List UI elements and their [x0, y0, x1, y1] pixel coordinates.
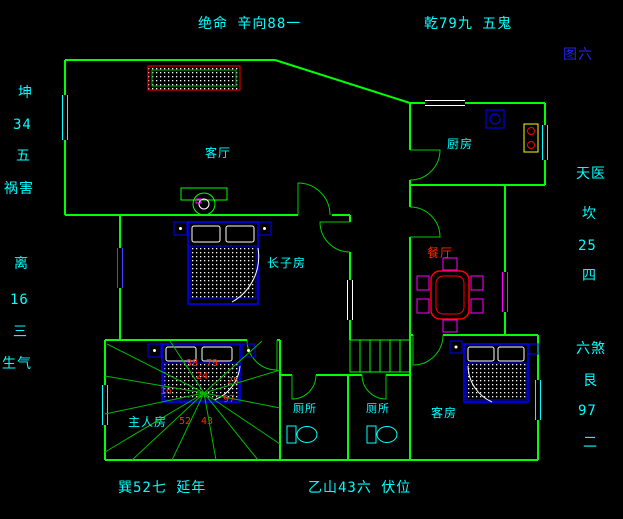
annotation-bottom-right: 乙山43六 伏位 — [308, 480, 412, 496]
room-label-eldest-son: 长子房 — [267, 256, 307, 270]
fengshui-fan — [104, 340, 281, 461]
star-number: 79 — [206, 358, 219, 369]
star-number: 38 — [186, 358, 199, 369]
room-label-living: 客厅 — [205, 146, 232, 160]
star-number: 52 — [179, 416, 192, 427]
room-label-guest: 客房 — [431, 406, 458, 420]
toilet-fixture-b — [366, 425, 398, 444]
room-label-toilet-a: 厕所 — [293, 402, 317, 415]
bed-master — [147, 343, 256, 403]
room-label-dining: 餐厅 — [427, 246, 454, 260]
palace-kun-name: 祸害 — [4, 181, 34, 197]
star-number: 24 — [196, 371, 209, 382]
palace-li-name: 生气 — [2, 356, 32, 372]
annotation-top-right: 乾79九 五鬼 — [424, 16, 513, 32]
palace-gen-name: 六煞 — [576, 341, 606, 357]
palace-gen-rank: 二 — [583, 435, 598, 451]
palace-kan-trigram: 坎 — [582, 206, 597, 222]
annotation-bottom-left: 巽52七 延年 — [118, 480, 207, 496]
palace-kan-name: 天医 — [576, 166, 606, 182]
palace-li-stars: 16 — [10, 292, 29, 308]
palace-gen-trigram: 艮 — [583, 373, 598, 389]
palace-kun-rank: 五 — [16, 148, 31, 164]
palace-kun-trigram: 坤 — [18, 85, 33, 101]
annotation-top-left: 绝命 辛向88一 — [198, 16, 302, 32]
room-label-master: 主人房 — [128, 415, 168, 429]
windows — [62, 95, 548, 425]
doors — [246, 149, 444, 400]
star-number: 43 — [201, 416, 214, 427]
bay-window — [147, 65, 241, 91]
room-label-toilet-b: 厕所 — [366, 402, 390, 415]
palace-kan-stars: 25 — [578, 238, 597, 254]
star-number: 25 — [227, 376, 240, 387]
kitchen-appliances — [485, 109, 539, 153]
dressing-table — [180, 187, 228, 216]
bed-eldest-son — [173, 221, 272, 305]
palace-kan-rank: 四 — [582, 268, 597, 284]
figure-caption: 图六 — [563, 47, 593, 63]
palace-gen-stars: 97 — [578, 403, 597, 419]
room-label-kitchen: 厨房 — [447, 137, 474, 151]
stairs — [349, 339, 411, 373]
toilet-fixture-a — [286, 425, 318, 444]
palace-kun-stars: 34 — [13, 117, 32, 133]
palace-li-rank: 三 — [13, 324, 28, 340]
dining-table-set — [416, 257, 484, 333]
bed-guest — [449, 340, 539, 403]
star-number: 97 — [223, 394, 236, 405]
walls — [64, 59, 546, 461]
star-number: 16 — [160, 386, 173, 397]
palace-li-trigram: 离 — [14, 256, 29, 272]
